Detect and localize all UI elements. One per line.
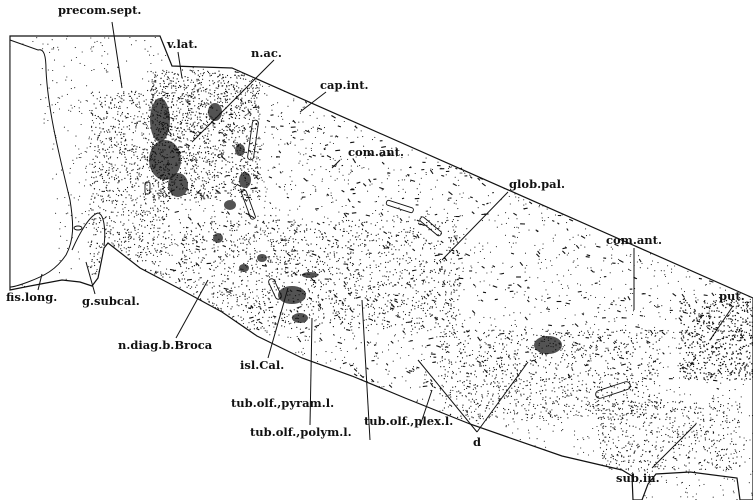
label-n-diag-b-broca: n.diag.b.Broca [118, 338, 213, 352]
label-put: put. [719, 289, 745, 303]
label-g-subcal: g.subcal. [82, 294, 140, 308]
label-n-ac: n.ac. [251, 46, 282, 60]
section-outline [10, 36, 753, 500]
label-sub-in: sub.in. [616, 471, 660, 485]
label-com-ant-lower: com.ant. [606, 233, 662, 247]
label-com-ant-upper: com.ant. [348, 145, 404, 159]
annotation-labels: precom.sept. v.lat. n.ac. cap.int. com.a… [6, 3, 745, 485]
label-fis-long: fis.long. [6, 290, 57, 304]
label-precom-sept: precom.sept. [58, 3, 141, 17]
label-tub-olf-polym: tub.olf.,polym.l. [250, 425, 352, 439]
longitudinal-fissure [10, 40, 73, 287]
label-glob-pal: glob.pal. [509, 177, 565, 191]
label-isl-cal: isl.Cal. [240, 358, 284, 372]
cell-clusters [149, 98, 562, 354]
label-v-lat: v.lat. [166, 37, 198, 51]
label-tub-olf-plex: tub.olf.,plex.l. [364, 414, 453, 428]
label-tub-olf-pyram: tub.olf.,pyram.l. [231, 396, 334, 410]
stipple-fine [10, 36, 753, 500]
label-cap-int: cap.int. [320, 78, 369, 92]
label-d: d [473, 435, 481, 449]
